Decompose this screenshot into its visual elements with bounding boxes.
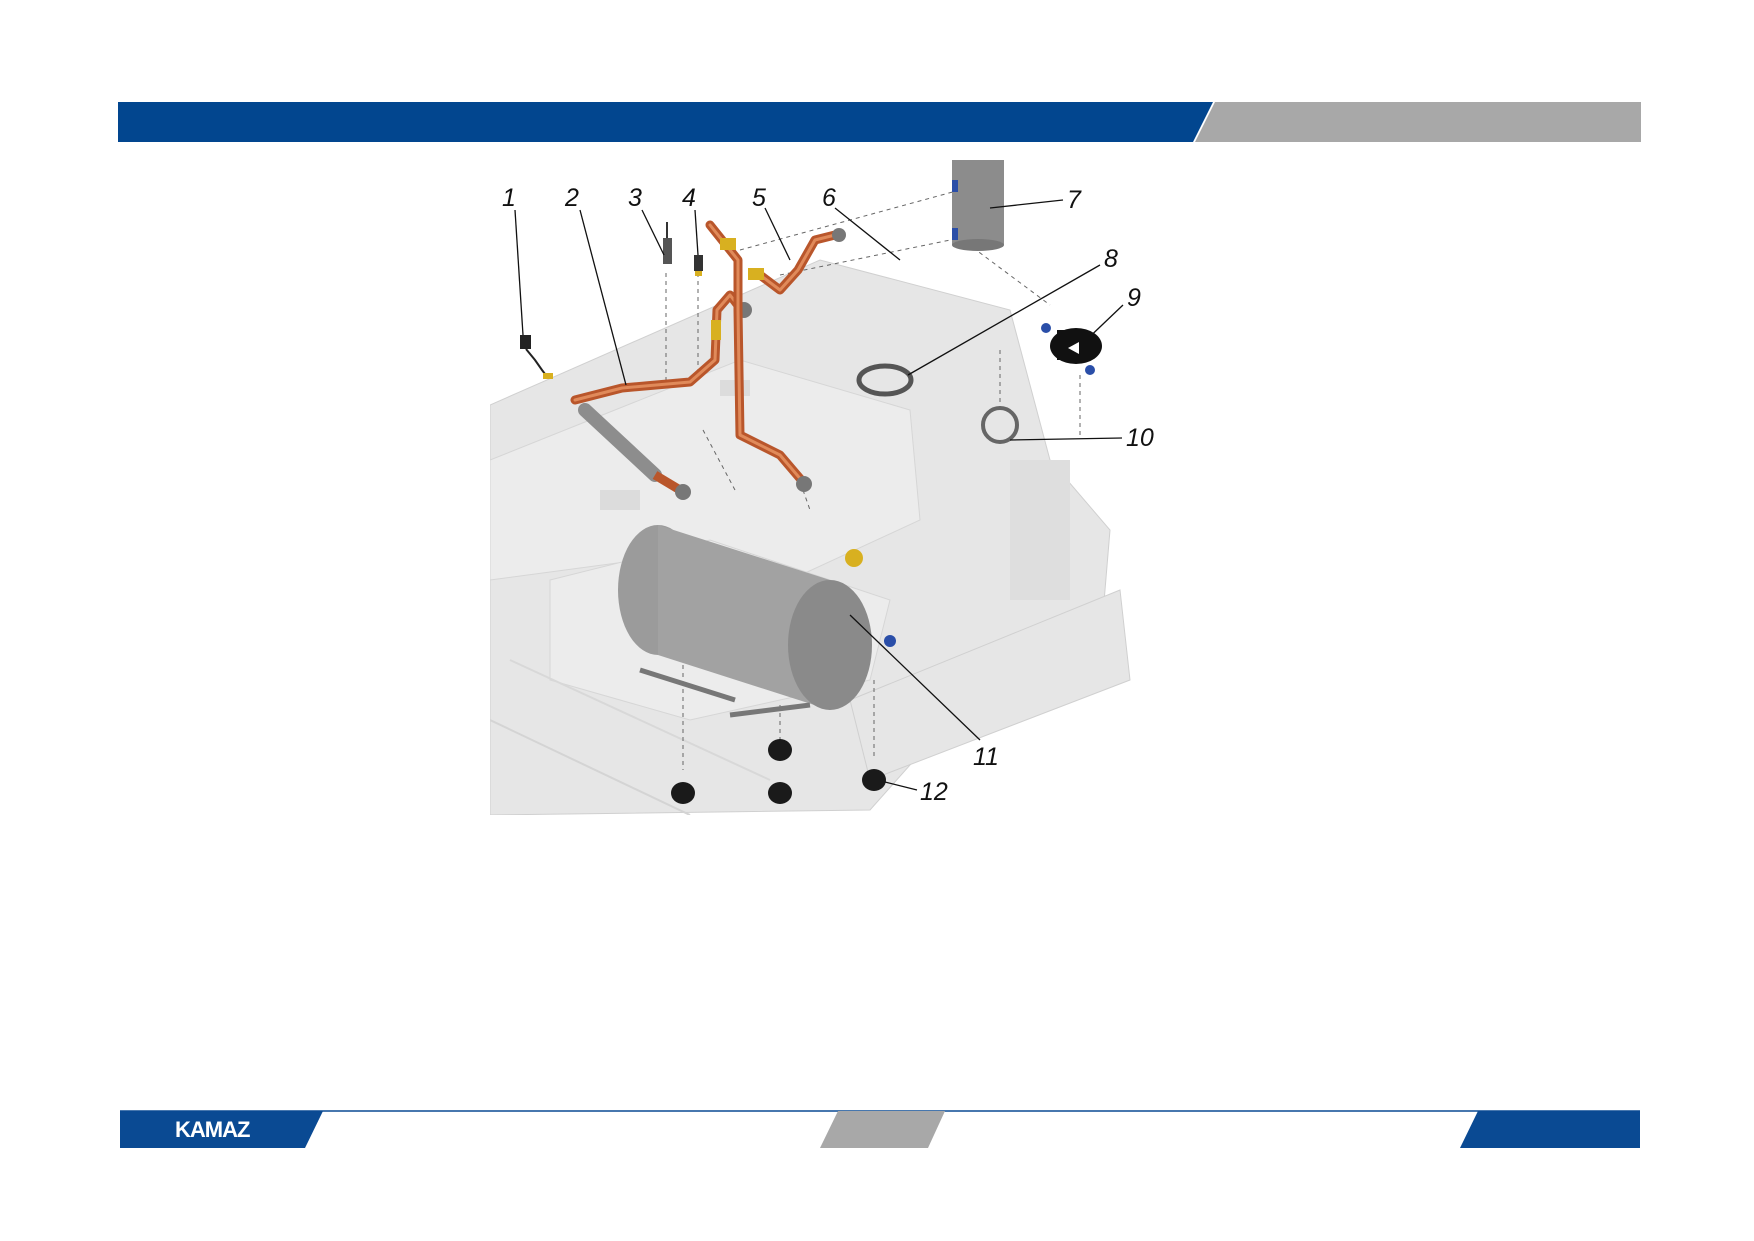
callout-10: 10 <box>1126 424 1154 452</box>
sight-glass-9 <box>1041 323 1102 375</box>
pipe-assembly-6 <box>748 228 846 295</box>
receiver-tank <box>618 525 896 718</box>
leader-lines <box>514 199 1124 791</box>
vehicle-frame <box>490 259 1131 815</box>
callout-9: 9 <box>1127 284 1141 312</box>
footer-center-plate <box>820 1111 945 1148</box>
callout-4: 4 <box>682 184 696 212</box>
rubber-feet <box>671 739 886 804</box>
temperature-sensor <box>520 335 553 379</box>
callout-7: 7 <box>1067 186 1082 214</box>
footer-logo-plate <box>120 1111 323 1148</box>
pipe-assembly-5 <box>705 220 812 492</box>
filter-drier <box>952 160 1004 251</box>
pressure-switches <box>663 222 703 276</box>
exploded-diagram: 1 2 3 4 5 6 7 8 9 10 11 12 <box>490 160 1154 815</box>
clamp-8 <box>856 363 914 397</box>
clamp-10 <box>981 406 1019 444</box>
pipe-assembly-2 <box>570 290 752 500</box>
callouts: 1 2 3 4 5 6 7 8 9 10 11 12 <box>502 184 1154 806</box>
callout-6: 6 <box>822 184 836 212</box>
callout-3: 3 <box>628 184 642 212</box>
footer-right-plate <box>1460 1111 1640 1148</box>
callout-12: 12 <box>920 778 948 806</box>
callout-8: 8 <box>1104 245 1118 273</box>
header-bar <box>118 102 1641 142</box>
callout-5: 5 <box>752 184 766 212</box>
header-grey-band <box>1195 102 1641 142</box>
callout-1: 1 <box>502 184 516 212</box>
callout-11: 11 <box>973 743 999 771</box>
footer-bar: KAMAZ <box>120 1110 1640 1148</box>
callout-2: 2 <box>564 184 579 212</box>
header-blue-band <box>118 102 1213 142</box>
kamaz-logo: KAMAZ <box>175 1117 250 1142</box>
